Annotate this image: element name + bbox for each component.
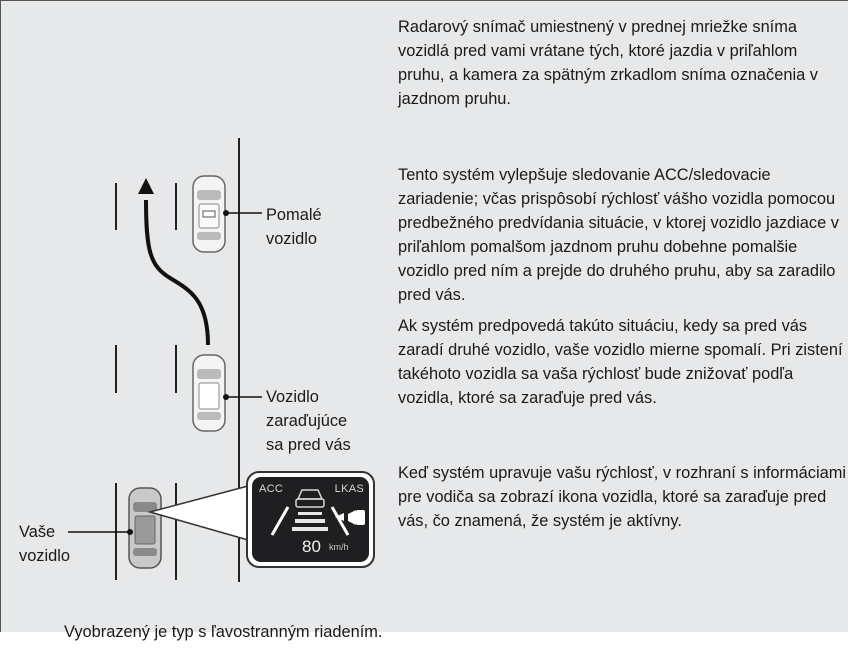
slow-vehicle-label: Pomalé vozidlo (266, 206, 322, 248)
merging-vehicle-marker (223, 394, 229, 400)
callout-wedge (147, 485, 249, 541)
own-vehicle-label: Vaše vozidlo (19, 523, 71, 565)
lead-car-icon (295, 489, 325, 508)
speed-unit: km/h (329, 542, 349, 552)
own-vehicle-marker (127, 529, 133, 535)
merging-vehicle-label: Vozidlo zaraďujúce sa pred vás (266, 388, 351, 454)
paragraph-radar-sensor: Radarový snímač umiestnený v prednej mri… (398, 18, 818, 108)
footer-note: Vyobrazený je typ s ľavostranným riadení… (64, 623, 383, 641)
lane-change-arrowhead (138, 178, 154, 194)
hud-merging-car-icon (335, 510, 365, 525)
set-speed-value: 80 (302, 537, 321, 556)
hud-lane-lines (270, 506, 350, 536)
lane-change-path (144, 199, 210, 346)
paragraph-deceleration: Ak systém predpovedá takúto situáciu, ke… (398, 317, 843, 407)
distance-bars (292, 512, 328, 531)
paragraph-display-icon: Keď systém upravuje vašu rýchlosť, v roz… (398, 464, 846, 530)
slow-vehicle-marker (223, 210, 229, 216)
own-vehicle-icon (128, 487, 162, 569)
merging-vehicle-icon (192, 354, 226, 432)
hud-graphics (270, 489, 365, 536)
driver-info-display: ACC LKAS 80 km/h (252, 477, 369, 562)
acc-indicator: ACC (259, 483, 284, 495)
leader-lines (68, 212, 262, 533)
slow-vehicle-icon (192, 175, 226, 253)
paragraph-system-description: Tento systém vylepšuje sledovanie ACC/sl… (398, 166, 839, 304)
lkas-indicator: LKAS (334, 483, 364, 495)
